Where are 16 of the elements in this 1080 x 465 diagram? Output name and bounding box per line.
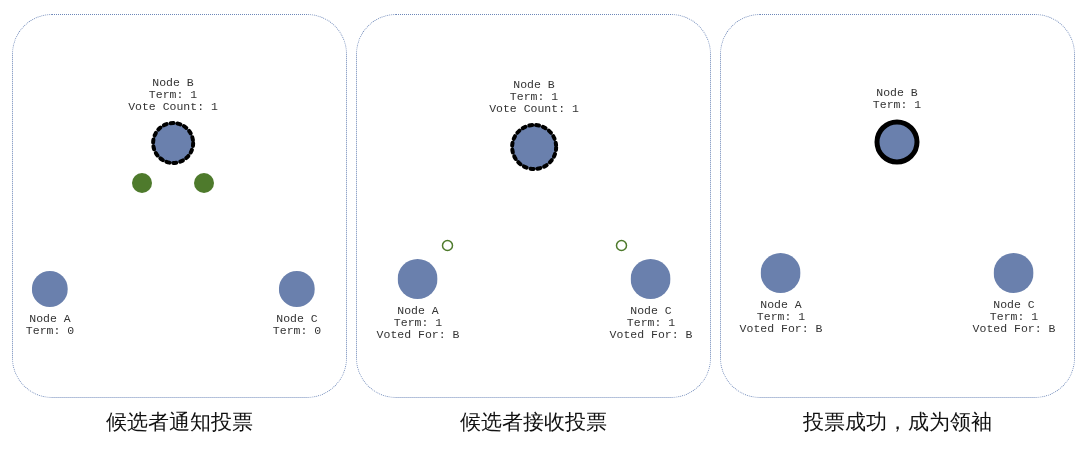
node-label: Node A Term: 1 Voted For: B <box>739 299 823 335</box>
node-label: Node B Term: 1 <box>872 87 922 111</box>
node-label: Node C Term: 1 Voted For: B <box>609 305 693 341</box>
node-label: Node B Term: 1 Vote Count: 1 <box>489 79 579 115</box>
panel-caption: 候选者接收投票 <box>459 409 608 436</box>
node-label: Node C Term: 1 Voted For: B <box>972 299 1056 335</box>
message-ring <box>440 238 454 252</box>
panel-caption: 投票成功，成为领袖 <box>802 409 993 436</box>
node-label: Node A Term: 1 Voted For: B <box>376 305 460 341</box>
message-ring <box>614 238 628 252</box>
panel-caption: 候选者通知投票 <box>105 409 254 436</box>
node-label: Node A Term: 0 <box>25 313 75 337</box>
message-dot <box>132 173 152 193</box>
message-dot <box>194 173 214 193</box>
node-label: Node B Term: 1 Vote Count: 1 <box>128 77 218 113</box>
node-label: Node C Term: 0 <box>272 313 322 337</box>
